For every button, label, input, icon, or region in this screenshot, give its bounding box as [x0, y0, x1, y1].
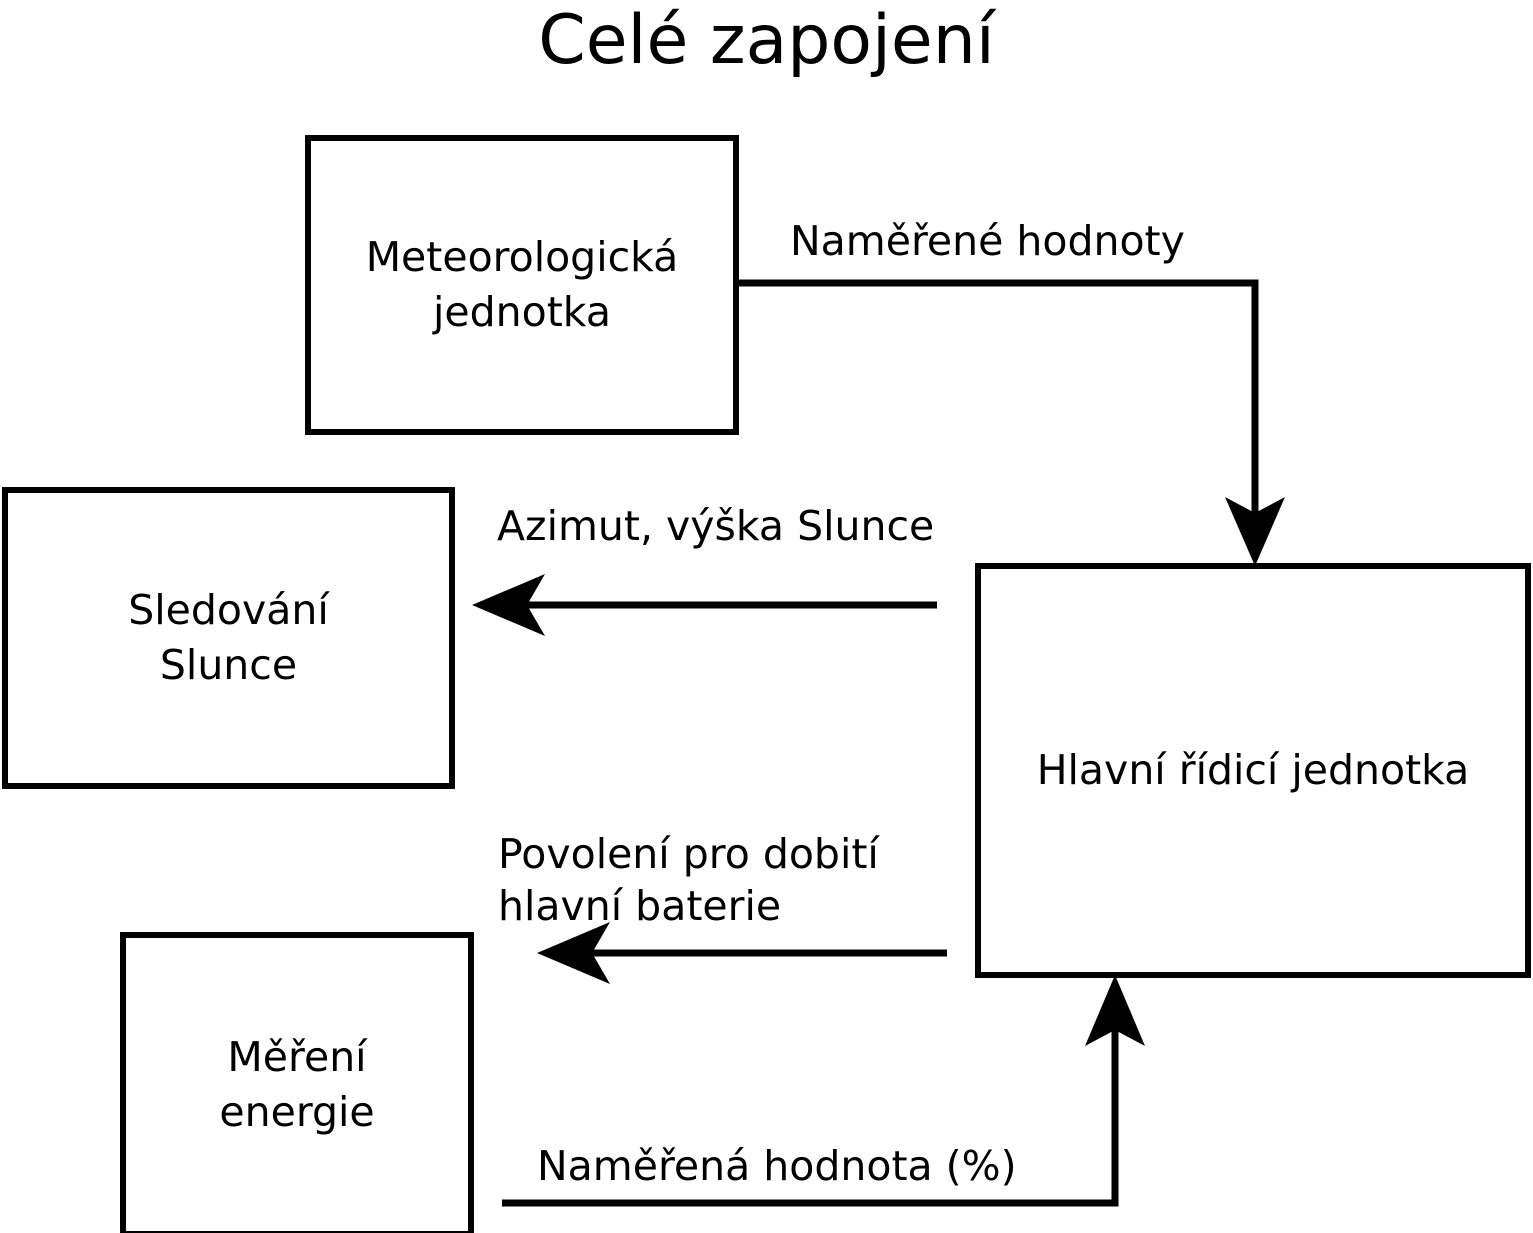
edge-label-measured-values: Naměřené hodnoty [790, 217, 1185, 265]
node-energy-measurement[interactable]: Měření energie [120, 932, 474, 1233]
node-energy-measurement-label: Měření energie [219, 1032, 375, 1136]
arrowhead-left-icon [472, 574, 545, 636]
node-main-control-unit-label: Hlavní řídicí jednotka [1036, 746, 1470, 794]
edge-label-charge-permission: Povolení pro dobití hlavní baterie [498, 830, 879, 930]
node-meteorological-unit-label: Meteorologická jednotka [365, 233, 679, 336]
arrowhead-up-icon [1085, 975, 1145, 1046]
page-title: Celé zapojení [538, 1, 995, 80]
node-sun-tracking[interactable]: Sledování Slunce [2, 487, 455, 789]
node-main-control-unit[interactable]: Hlavní řídicí jednotka [975, 563, 1531, 978]
edge-azimuth [472, 574, 937, 636]
arrowhead-down-icon [1225, 497, 1285, 566]
node-meteorological-unit[interactable]: Meteorologická jednotka [305, 135, 739, 435]
node-sun-tracking-label: Sledování Slunce [128, 586, 329, 689]
edge-label-azimuth: Azimut, výška Slunce [497, 502, 935, 550]
edge-label-measured-percent: Naměřená hodnota (%) [537, 1142, 1017, 1190]
